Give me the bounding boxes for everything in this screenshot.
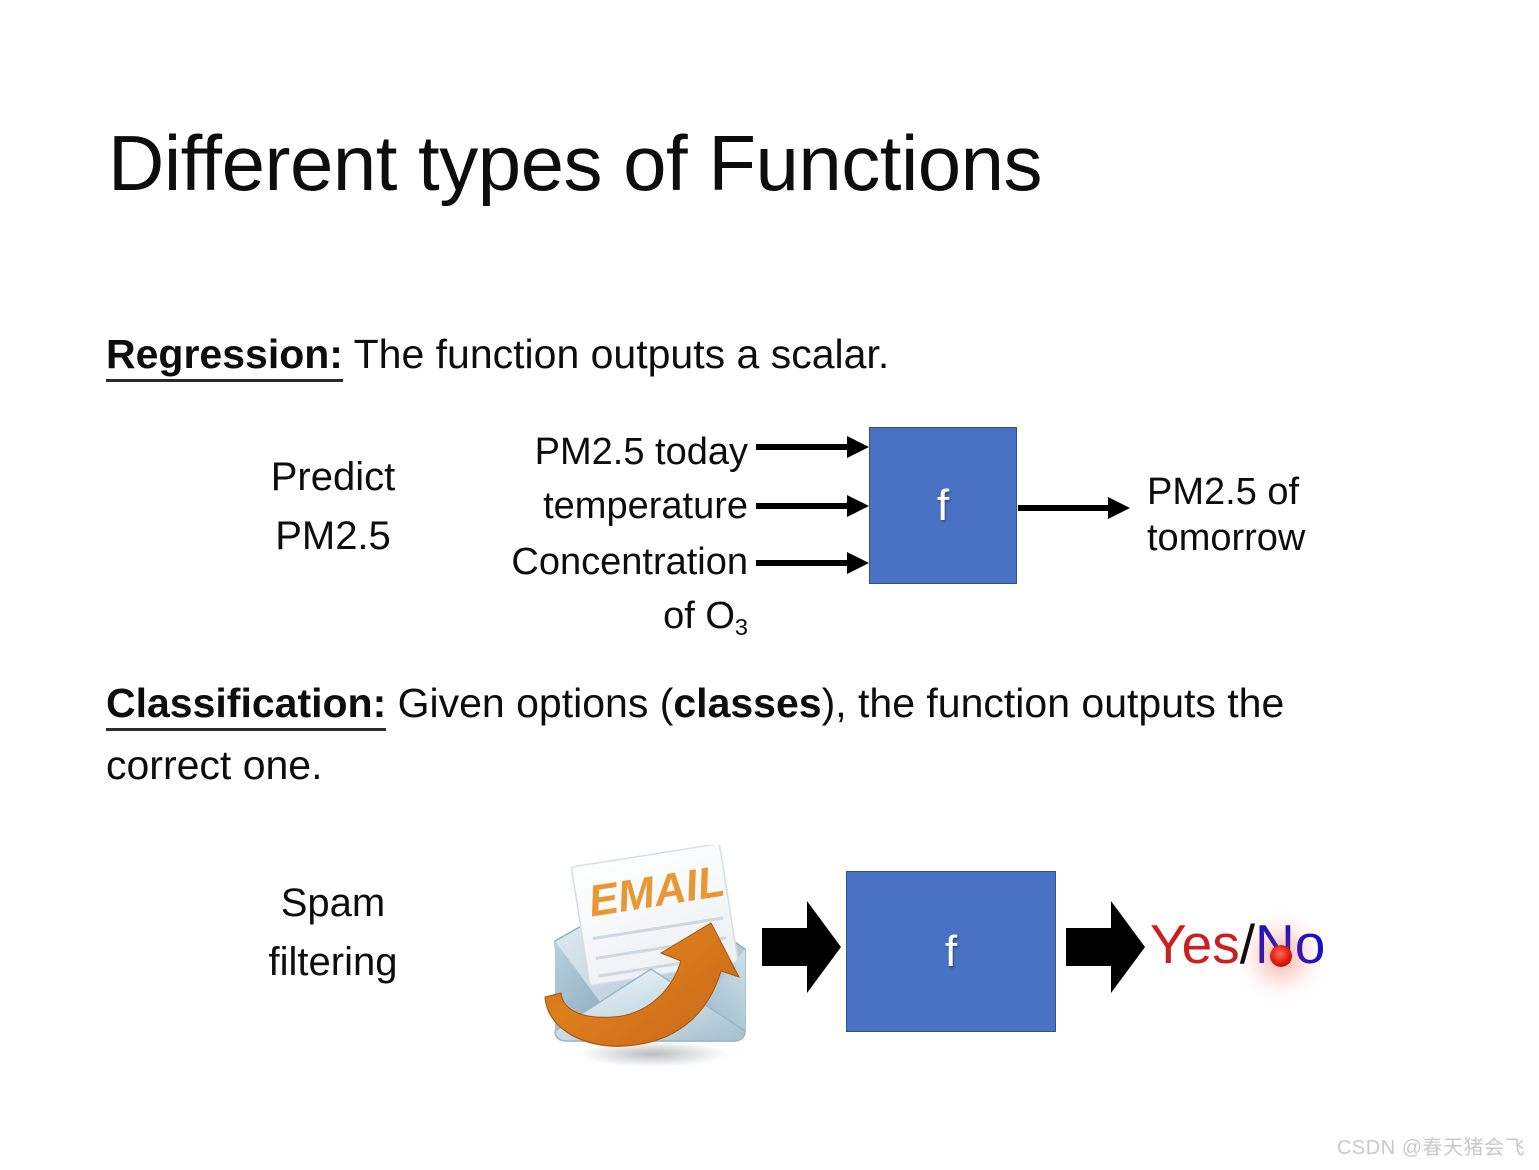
function-symbol: f	[944, 926, 958, 976]
classification-task-label-line1: Spam	[280, 881, 386, 925]
classification-lead: Classification:	[106, 680, 387, 731]
regression-input-1: PM2.5 today	[534, 431, 748, 473]
regression-input-3-subscript: 3	[734, 613, 748, 640]
arrow-head	[1108, 497, 1130, 519]
csdn-watermark: CSDN @春天猪会飞	[1336, 1137, 1525, 1159]
arrow-shaft	[756, 560, 848, 566]
regression-lead: Regression:	[106, 331, 343, 382]
regression-function-box: f	[869, 427, 1017, 584]
regression-task-label-line2: PM2.5	[275, 514, 391, 559]
arrow-shaft	[756, 444, 848, 450]
arrow-shaft	[1018, 505, 1109, 511]
page-title: Different types of Functions	[108, 119, 1043, 207]
classification-function-box: f	[846, 871, 1056, 1032]
arrow-head	[847, 552, 869, 574]
classification-body-2: ), the function outputs the correct one.	[106, 680, 1285, 789]
regression-task-label-line1: Predict	[270, 455, 396, 499]
classification-input-block-arrow	[762, 898, 842, 996]
regression-body: The function outputs a scalar.	[342, 331, 890, 377]
regression-output-line1: PM2.5 of	[1147, 471, 1300, 513]
regression-output-line2: tomorrow	[1147, 516, 1306, 559]
regression-task-label: Predict PM2.5	[238, 448, 428, 566]
regression-input-3-line2: of O3	[663, 595, 748, 638]
regression-input-3-line1: Concentration	[511, 541, 748, 583]
output-separator: /	[1239, 913, 1256, 975]
output-yes: Yes	[1150, 913, 1240, 975]
arrow-head	[847, 436, 869, 458]
arrow-shaft	[756, 503, 848, 509]
laser-pointer-dot	[1270, 945, 1292, 967]
classification-output-label: Yes/No	[1150, 917, 1325, 972]
regression-input-2: temperature	[543, 485, 748, 527]
regression-output-label: PM2.5 of tomorrow	[1147, 470, 1305, 561]
classification-task-label-line2: filtering	[268, 940, 398, 985]
regression-statement: Regression: The function outputs a scala…	[106, 323, 1406, 385]
classification-bold-word: classes	[673, 680, 822, 726]
function-symbol: f	[936, 480, 950, 530]
classification-body-1: Given options (	[386, 680, 674, 726]
classification-statement: Classification: Given options (classes),…	[106, 672, 1396, 797]
classification-output-block-arrow	[1066, 898, 1146, 996]
email-icon: EMAIL	[533, 845, 755, 1073]
regression-input-3-prefix: of O	[663, 595, 735, 637]
arrow-head	[847, 495, 869, 517]
output-no: No	[1255, 913, 1326, 975]
classification-task-label: Spam filtering	[238, 874, 428, 992]
